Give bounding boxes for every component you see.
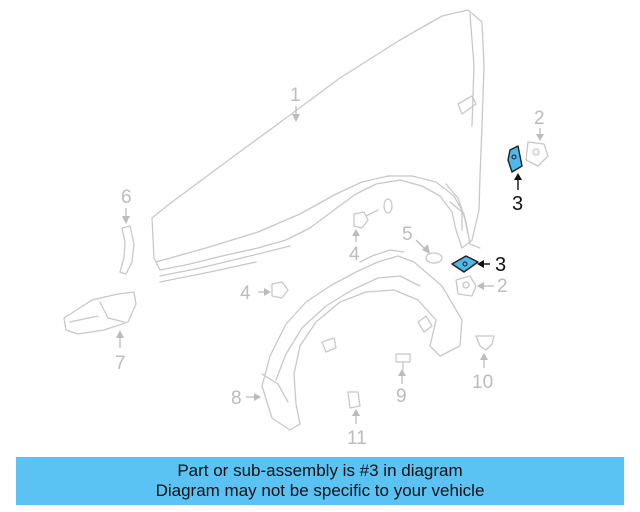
- highlighted-part-3-lower: [451, 255, 479, 273]
- trim-strip-part: [119, 225, 135, 275]
- callout-9: 9: [396, 386, 407, 407]
- arrow-3b: [477, 260, 484, 268]
- arrow-2b: [477, 282, 484, 290]
- callout-4b: 4: [240, 283, 251, 304]
- callout-2b: 2: [497, 276, 508, 297]
- banner-line-disclaimer: Diagram may not be specific to your vehi…: [155, 481, 485, 500]
- clip-part: [383, 198, 443, 264]
- callout-6: 6: [121, 187, 132, 208]
- arrow-6: [122, 216, 130, 224]
- fender-panel: [151, 9, 485, 283]
- arrow-4a: [352, 229, 360, 236]
- retainer-part: [347, 391, 361, 409]
- callout-11: 11: [347, 428, 367, 449]
- callout-3a: 3: [512, 193, 523, 215]
- callout-7: 7: [115, 353, 126, 374]
- screw-part: [395, 353, 411, 371]
- callout-10: 10: [472, 372, 493, 393]
- bracket-part: [63, 291, 137, 335]
- arrow-2a: [536, 134, 544, 141]
- callout-4a: 4: [349, 244, 360, 265]
- arrow-11: [352, 409, 360, 416]
- bracket-2-upper-part: [525, 141, 549, 167]
- callout-8: 8: [231, 388, 242, 409]
- callout-2a: 2: [534, 108, 545, 129]
- push-clip-part: [475, 335, 495, 351]
- arrow-5: [422, 244, 430, 254]
- arrow-7: [116, 330, 124, 338]
- arrow-8: [254, 393, 261, 401]
- callout-1: 1: [290, 85, 301, 106]
- bracket-2-lower-part: [455, 275, 477, 297]
- info-banner: Part or sub-assembly is #3 in diagram Di…: [16, 457, 624, 505]
- fender-liner-part: [261, 249, 463, 431]
- arrow-4b: [264, 288, 271, 296]
- arrow-1: [292, 114, 300, 122]
- parts-diagram: 1 6 7 4 4 5 8: [63, 9, 549, 449]
- callout-5: 5: [402, 224, 413, 245]
- bolt-part-upper: [353, 209, 379, 229]
- highlighted-part-3-upper: [507, 145, 523, 173]
- bolt-part-lower: [271, 281, 289, 299]
- arrow-10: [480, 353, 488, 360]
- callout-3b: 3: [495, 254, 506, 276]
- banner-line-part-reference: Part or sub-assembly is #3 in diagram: [177, 461, 463, 480]
- arrow-3a: [514, 173, 522, 180]
- arrow-9: [398, 369, 406, 376]
